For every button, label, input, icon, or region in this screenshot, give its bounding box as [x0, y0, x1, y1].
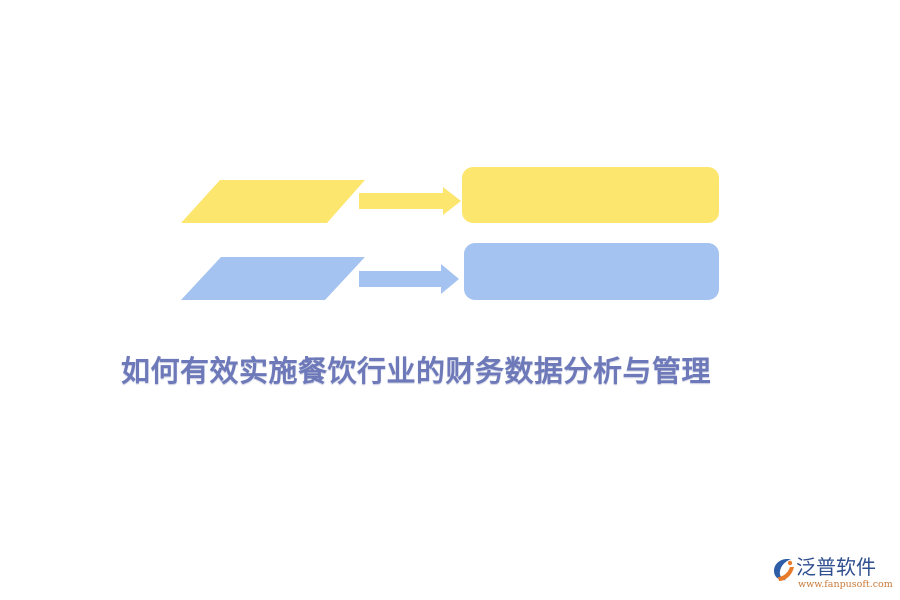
brand-url: www.fanpusoft.com: [798, 579, 893, 590]
diagram-row-2: [181, 243, 719, 300]
row-2-arrow: [359, 264, 459, 294]
fanpu-logo-icon: [774, 559, 794, 581]
row-2-parallelogram: [181, 257, 365, 300]
row-2-box: [464, 243, 719, 300]
logo-orange-swoosh: [778, 567, 794, 581]
row-1-arrow: [359, 187, 461, 215]
row-1-parallelogram: [181, 180, 365, 223]
brand-watermark: 泛普软件 www.fanpusoft.com: [769, 553, 893, 590]
logo-blue-swoosh: [774, 559, 791, 581]
row-1-box: [462, 167, 719, 223]
logo-dot: [787, 560, 793, 566]
page-title: 如何有效实施餐饮行业的财务数据分析与管理: [121, 354, 712, 388]
diagram-row-1: [181, 167, 719, 223]
brand-name: 泛普软件: [796, 555, 876, 579]
